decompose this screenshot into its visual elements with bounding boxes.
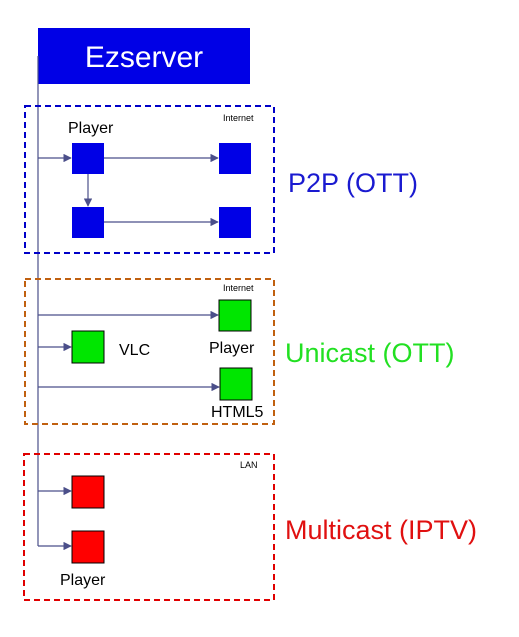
p2p-title: P2P (OTT) bbox=[288, 168, 418, 198]
p2p-player-label: Player bbox=[68, 120, 114, 137]
server-box bbox=[38, 28, 250, 84]
p2p-section: Internet Player bbox=[24, 105, 275, 254]
p2p-peer-node bbox=[219, 207, 251, 238]
unicast-section: Internet VLC Player HTML5 bbox=[24, 278, 275, 425]
multicast-section: LAN Player bbox=[23, 453, 275, 601]
unicast-html5-node bbox=[219, 367, 253, 401]
unicast-network-label: Internet bbox=[223, 283, 254, 293]
p2p-peer-node bbox=[219, 143, 251, 174]
unicast-vlc-node bbox=[71, 330, 105, 364]
unicast-border bbox=[24, 278, 275, 425]
unicast-html5-label: HTML5 bbox=[211, 404, 264, 421]
multicast-title: Multicast (IPTV) bbox=[285, 515, 477, 545]
multicast-player-label: Player bbox=[60, 572, 106, 589]
multicast-network-label: LAN bbox=[240, 460, 258, 470]
unicast-title: Unicast (OTT) bbox=[285, 338, 455, 368]
p2p-network-label: Internet bbox=[223, 113, 254, 123]
p2p-border bbox=[24, 105, 275, 254]
unicast-vlc-label: VLC bbox=[119, 342, 150, 359]
p2p-player-node bbox=[72, 143, 104, 174]
unicast-player-node bbox=[218, 299, 252, 332]
multicast-node bbox=[71, 475, 105, 509]
multicast-border bbox=[23, 453, 275, 601]
unicast-player-label: Player bbox=[209, 340, 255, 357]
multicast-player-node bbox=[71, 530, 105, 564]
p2p-peer-node bbox=[72, 207, 104, 238]
server-label: Ezserver bbox=[85, 41, 203, 74]
